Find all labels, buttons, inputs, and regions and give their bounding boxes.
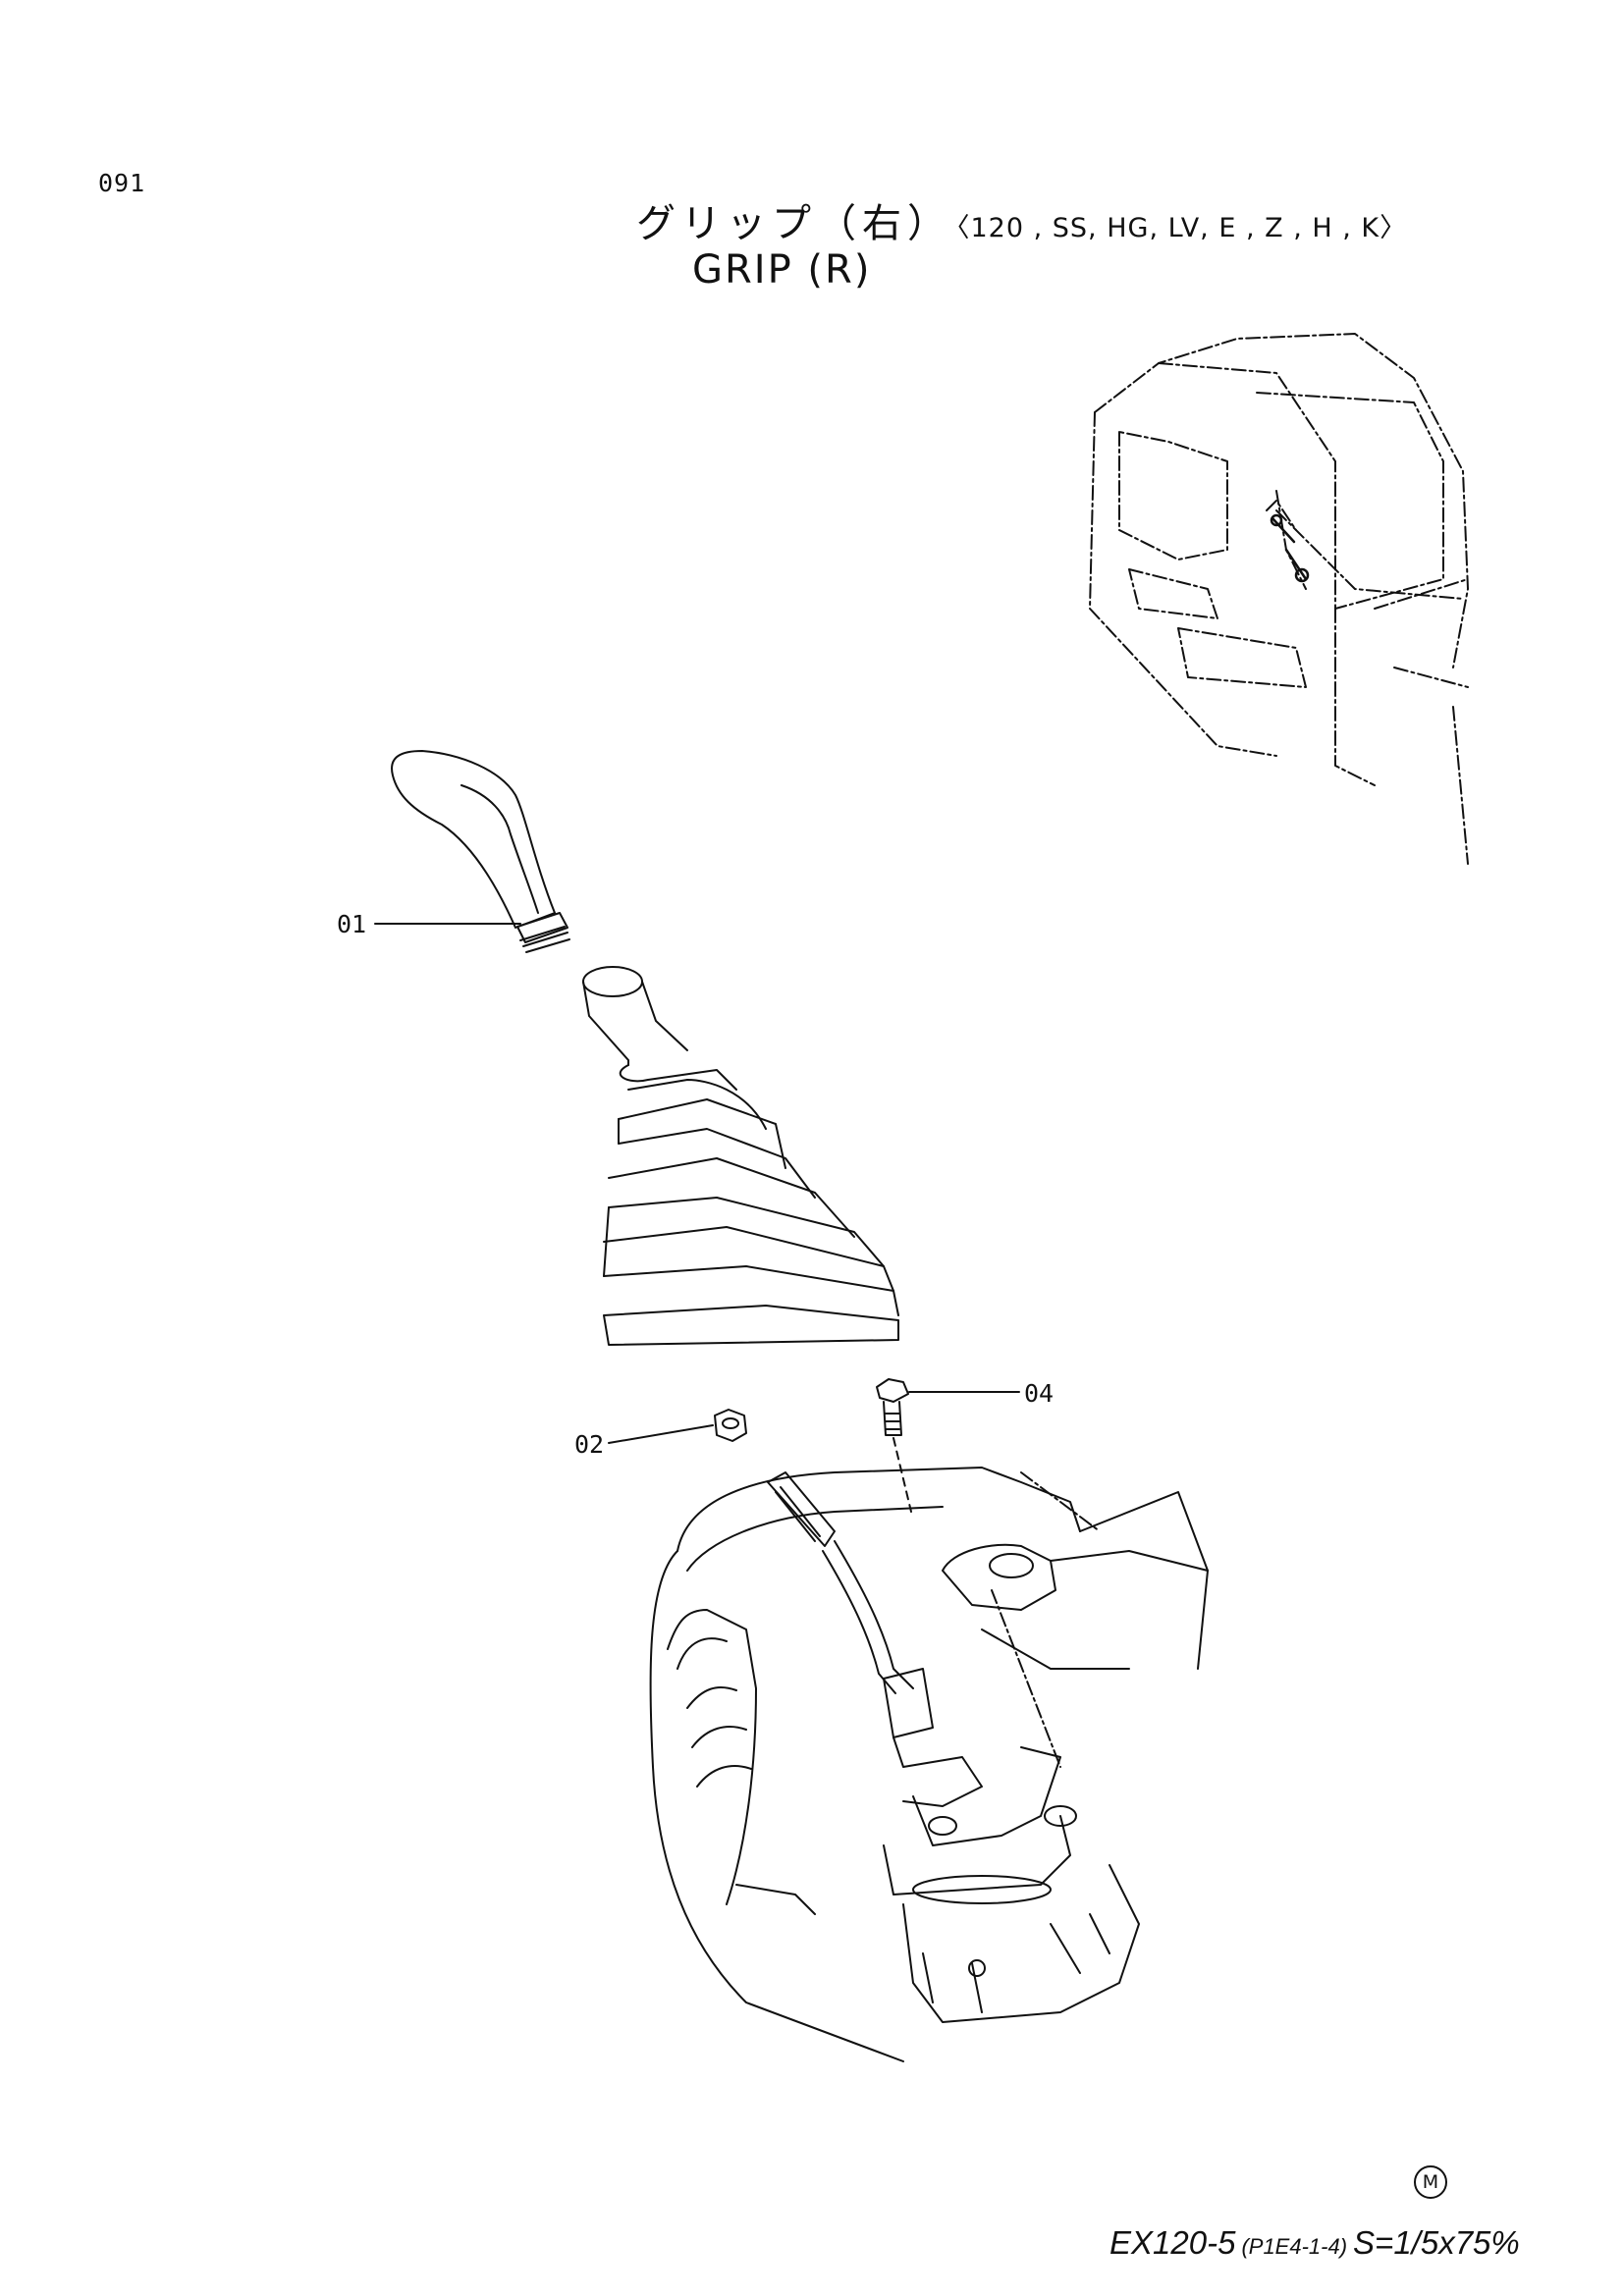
callout-label-02: 02 bbox=[574, 1430, 605, 1459]
nut-part-drawing bbox=[714, 1409, 747, 1442]
page-number: 091 bbox=[98, 169, 146, 197]
title-japanese-text: グリップ（右） bbox=[636, 201, 952, 246]
title-japanese: グリップ（右）〈120 , SS, HG, LV, E , Z , H , K〉 bbox=[636, 191, 1407, 248]
footer-scale: S=1/5x75% bbox=[1353, 2224, 1520, 2261]
footer-model: EX120-5 bbox=[1109, 2224, 1236, 2261]
footer-marker: M bbox=[1414, 2165, 1447, 2199]
console-part-drawing bbox=[649, 1467, 1209, 2062]
bolt-part-drawing bbox=[876, 1378, 912, 1513]
cab-location-thumbnail bbox=[1089, 333, 1469, 865]
title-english: GRIP (R) bbox=[692, 247, 872, 293]
boot-part-drawing bbox=[582, 966, 899, 1346]
cab-lever-highlight bbox=[1270, 513, 1310, 583]
callout-label-04: 04 bbox=[1024, 1379, 1055, 1408]
footer-code: (P1E4-1-4) bbox=[1241, 2234, 1348, 2259]
grip-part-drawing bbox=[391, 750, 570, 953]
callout-leader-02 bbox=[608, 1424, 714, 1444]
footer-caption: EX120-5(P1E4-1-4)S=1/5x75% bbox=[1109, 2224, 1520, 2262]
callout-label-01: 01 bbox=[337, 910, 367, 938]
title-variants: 〈120 , SS, HG, LV, E , Z , H , K〉 bbox=[956, 213, 1408, 243]
